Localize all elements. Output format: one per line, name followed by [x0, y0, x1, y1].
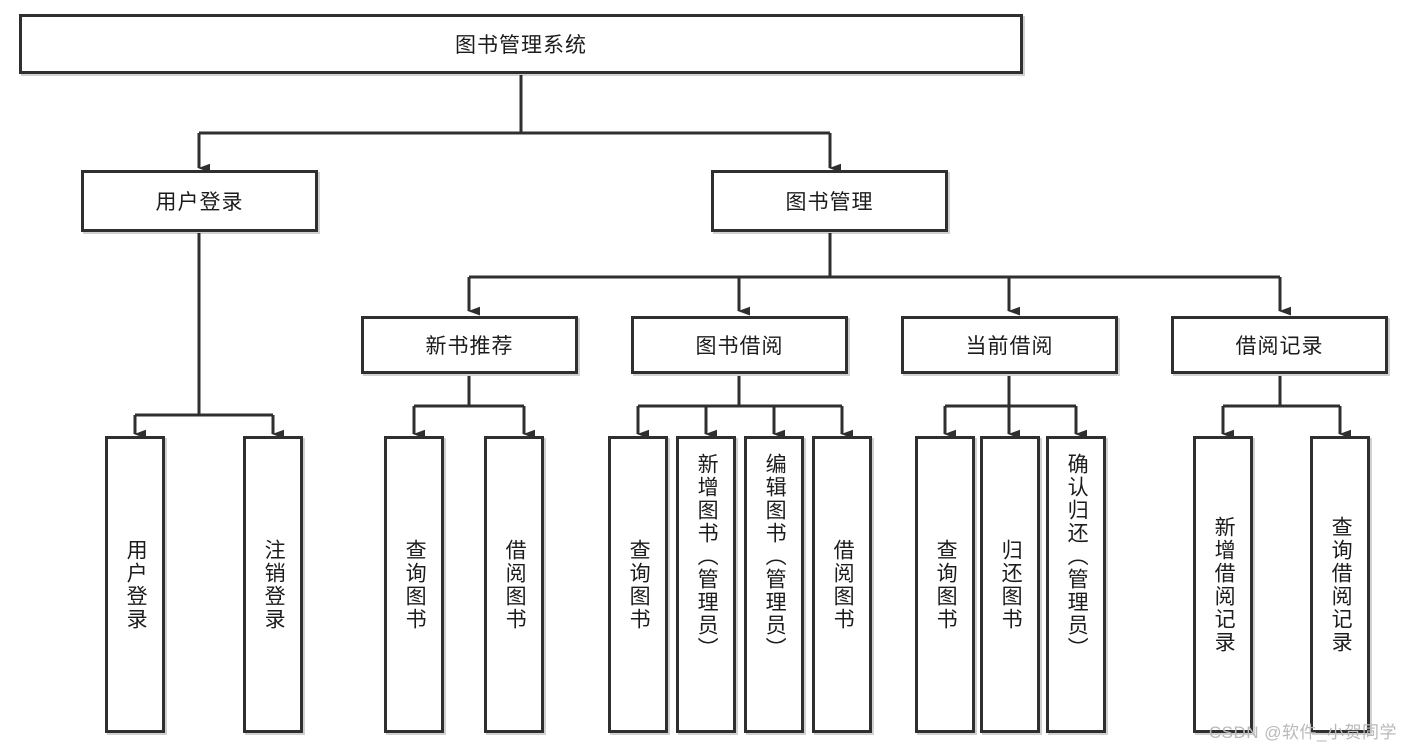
- leaf-query-borrow-record[interactable]: 查询借阅记录: [1310, 436, 1370, 733]
- node-label: 借阅记录: [1235, 335, 1324, 358]
- leaf-edit-book-admin[interactable]: 编辑图书（管理员）: [744, 436, 804, 733]
- node-label: 当前借阅: [965, 335, 1054, 358]
- node-label: 归还图书: [999, 538, 1023, 631]
- node-label: 查询图书: [934, 538, 958, 631]
- leaf-add-book-admin[interactable]: 新增图书（管理员）: [676, 436, 736, 733]
- node-label: 图书借阅: [695, 335, 784, 358]
- leaf-query-book-current[interactable]: 查询图书: [915, 436, 975, 733]
- node-label: 新增借阅记录: [1212, 515, 1236, 654]
- leaf-borrow-book-recommend[interactable]: 借阅图书: [484, 436, 544, 733]
- node-current-borrow[interactable]: 当前借阅: [901, 316, 1118, 374]
- leaf-confirm-return-admin[interactable]: 确认归还（管理员）: [1046, 436, 1106, 733]
- node-book-management[interactable]: 图书管理: [711, 170, 948, 232]
- node-label: 用户登录: [124, 538, 148, 631]
- leaf-user-login[interactable]: 用户登录: [105, 436, 165, 733]
- node-label: 编辑图书（管理员）: [763, 453, 787, 660]
- node-label: 用户登录: [155, 191, 244, 214]
- node-label: 查询图书: [403, 538, 427, 631]
- node-label: 借阅图书: [503, 538, 527, 631]
- leaf-add-borrow-record[interactable]: 新增借阅记录: [1193, 436, 1253, 733]
- leaf-query-book-borrow[interactable]: 查询图书: [608, 436, 668, 733]
- node-label: 确认归还（管理员）: [1065, 453, 1089, 660]
- node-label: 借阅图书: [831, 538, 855, 631]
- node-label: 新增图书（管理员）: [695, 453, 719, 660]
- node-label: 图书管理: [785, 191, 874, 214]
- leaf-borrow-book[interactable]: 借阅图书: [812, 436, 872, 733]
- node-label: 查询借阅记录: [1329, 515, 1353, 654]
- leaf-return-book[interactable]: 归还图书: [980, 436, 1040, 733]
- node-label: 注销登录: [262, 538, 286, 631]
- node-book-borrow[interactable]: 图书借阅: [631, 316, 848, 374]
- csdn-watermark: CSDN @软件_小贺同学: [1208, 723, 1397, 742]
- node-label: 新书推荐: [425, 335, 514, 358]
- node-user-login[interactable]: 用户登录: [81, 170, 318, 232]
- node-label: 查询图书: [627, 538, 651, 631]
- leaf-query-book-recommend[interactable]: 查询图书: [384, 436, 444, 733]
- node-label: 图书管理系统: [455, 34, 587, 57]
- node-borrow-record[interactable]: 借阅记录: [1171, 316, 1388, 374]
- leaf-logout[interactable]: 注销登录: [243, 436, 303, 733]
- node-book-management-system[interactable]: 图书管理系统: [19, 14, 1023, 74]
- node-new-book-recommend[interactable]: 新书推荐: [361, 316, 578, 374]
